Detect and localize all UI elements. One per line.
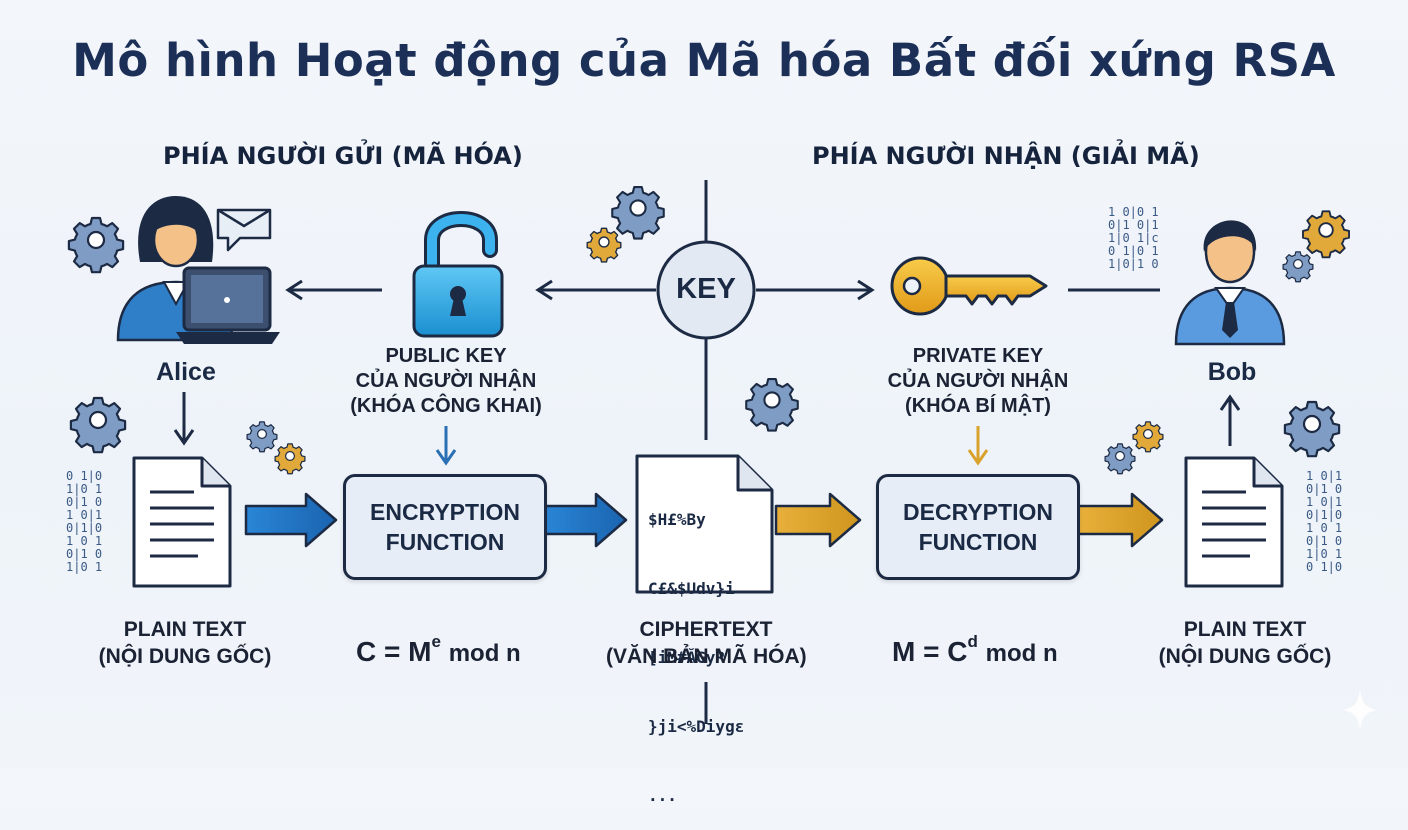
cipher-line: ... — [648, 786, 677, 805]
arrow-public-key-to-alice — [285, 279, 382, 301]
decryption-formula-exponent: d — [967, 632, 978, 651]
arrow-key-to-private-key — [756, 279, 875, 301]
ciphertext-title: CIPHERTEXT — [639, 618, 773, 641]
plaintext-left-title: PLAIN TEXT — [123, 618, 247, 641]
gear-icon — [745, 378, 799, 432]
cipher-line: }ji<%Diygε — [648, 717, 745, 736]
arrow-alice-to-plaintext — [173, 392, 195, 446]
page-title: Mô hình Hoạt động của Mã hóa Bất đối xứn… — [72, 34, 1336, 87]
encryption-formula: C = Me mod n — [356, 632, 521, 668]
gear-icon — [586, 227, 622, 263]
sender-section-header: PHÍA NGƯỜI GỬI (MÃ HÓA) — [163, 142, 523, 170]
gear-icon — [69, 396, 127, 454]
public-key-title: PUBLIC KEY — [385, 345, 507, 367]
cipher-line: $H£%By — [648, 510, 706, 529]
flow-arrow-decryption-to-plaintext — [1076, 492, 1164, 548]
bob-avatar-icon — [1174, 220, 1286, 346]
sparkle-icon — [1342, 690, 1378, 730]
diagram-canvas — [67, 180, 1378, 730]
cipher-line: C£&$Udv}i — [648, 579, 735, 598]
plaintext-doc-left-icon — [132, 456, 232, 588]
gear-icon — [1132, 421, 1164, 453]
arrow-public-key-to-encryption — [435, 426, 457, 466]
plaintext-left-label: PLAIN TEXT (NỘI DUNG GỐC) — [90, 616, 280, 670]
public-key-owner: CỦA NGƯỜI NHẬN — [355, 370, 537, 392]
encryption-formula-base: C = M — [356, 636, 432, 667]
gear-icon — [246, 421, 278, 453]
flow-arrow-plaintext-to-encryption — [244, 492, 338, 548]
ciphertext-content: $H£%By C£&$Udv}i [iM#ĂGyR }ji<%Diygε ... — [648, 462, 744, 830]
public-key-label: PUBLIC KEY CỦA NGƯỜI NHẬN (KHÓA CÔNG KHA… — [336, 344, 556, 419]
public-key-note: (KHÓA CÔNG KHAI) — [350, 395, 542, 417]
gear-icon — [274, 443, 306, 475]
gear-icon — [611, 186, 665, 240]
encryption-function-box: ENCRYPTION FUNCTION — [343, 474, 547, 580]
plaintext-right-label: PLAIN TEXT (NỘI DUNG GỐC) — [1140, 616, 1350, 670]
gear-icon — [1302, 210, 1350, 259]
bob-name: Bob — [1207, 358, 1257, 386]
private-key-title: PRIVATE KEY — [912, 345, 1044, 367]
encryption-formula-exponent: e — [431, 632, 441, 651]
ciphertext-doc-icon — [635, 454, 774, 594]
plaintext-right-title: PLAIN TEXT — [1183, 618, 1307, 641]
binary-stream-top-right: 1 0|0 1 0|1 0|1 1|0 1|c 0 1|0 1 1|0|1 0 — [1108, 205, 1159, 271]
plaintext-doc-right-icon — [1184, 456, 1284, 588]
ciphertext-note: (VĂN BẢN MÃ HÓA) — [606, 645, 807, 668]
key-hub-circle — [656, 240, 756, 340]
plaintext-left-note: (NỘI DUNG GỐC) — [98, 645, 272, 668]
binary-stream-left: 0 1|0 1|0 1 0|1 0 1 0|1 0|1|0 1 0 1 0|1 … — [66, 469, 103, 574]
decryption-formula: M = Cd mod n — [892, 632, 1058, 668]
arrow-private-key-to-decryption — [967, 426, 989, 466]
alice-name: Alice — [156, 358, 216, 386]
flow-arrow-ciphertext-to-decryption — [774, 492, 862, 548]
cipher-line: [iM#ĂGyR — [648, 648, 726, 667]
gear-icon — [67, 216, 125, 274]
plaintext-right-note: (NỘI DUNG GỐC) — [1158, 645, 1332, 668]
decryption-box-line2: FUNCTION — [918, 529, 1038, 555]
private-key-owner: CỦA NGƯỜI NHẬN — [887, 370, 1069, 392]
ciphertext-label: CIPHERTEXT (VĂN BẢN MÃ HÓA) — [606, 616, 807, 670]
private-key-icon — [890, 256, 1048, 316]
decryption-box-line1: DECRYPTION — [903, 499, 1053, 525]
gear-icon — [1282, 251, 1314, 283]
laptop-icon — [176, 266, 280, 344]
key-hub-label: KEY — [676, 273, 736, 305]
private-key-note: (KHÓA BÍ MẬT) — [905, 395, 1051, 417]
binary-stream-right: 1 0|1 0|1 0 1 0|1 0|1|0 1 0 1 0|1 0 1|0 … — [1306, 469, 1343, 574]
flow-arrow-encryption-to-ciphertext — [542, 492, 628, 548]
envelope-icon — [216, 208, 272, 252]
encryption-box-line2: FUNCTION — [385, 529, 505, 555]
arrow-key-to-public-key — [535, 279, 656, 301]
decryption-function-box: DECRYPTION FUNCTION — [876, 474, 1080, 580]
decryption-formula-mod: mod n — [985, 640, 1058, 667]
receiver-section-header: PHÍA NGƯỜI NHẬN (GIẢI MÃ) — [812, 142, 1200, 170]
arrow-plaintext-to-bob — [1219, 394, 1241, 446]
encryption-box-line1: ENCRYPTION — [370, 499, 520, 525]
private-key-label: PRIVATE KEY CỦA NGƯỜI NHẬN (KHÓA BÍ MẬT) — [868, 344, 1088, 419]
decryption-formula-base: M = C — [892, 636, 968, 667]
gear-icon — [1283, 400, 1341, 458]
gear-icon — [1104, 443, 1136, 475]
encryption-formula-mod: mod n — [448, 640, 521, 667]
open-lock-icon — [412, 211, 504, 338]
